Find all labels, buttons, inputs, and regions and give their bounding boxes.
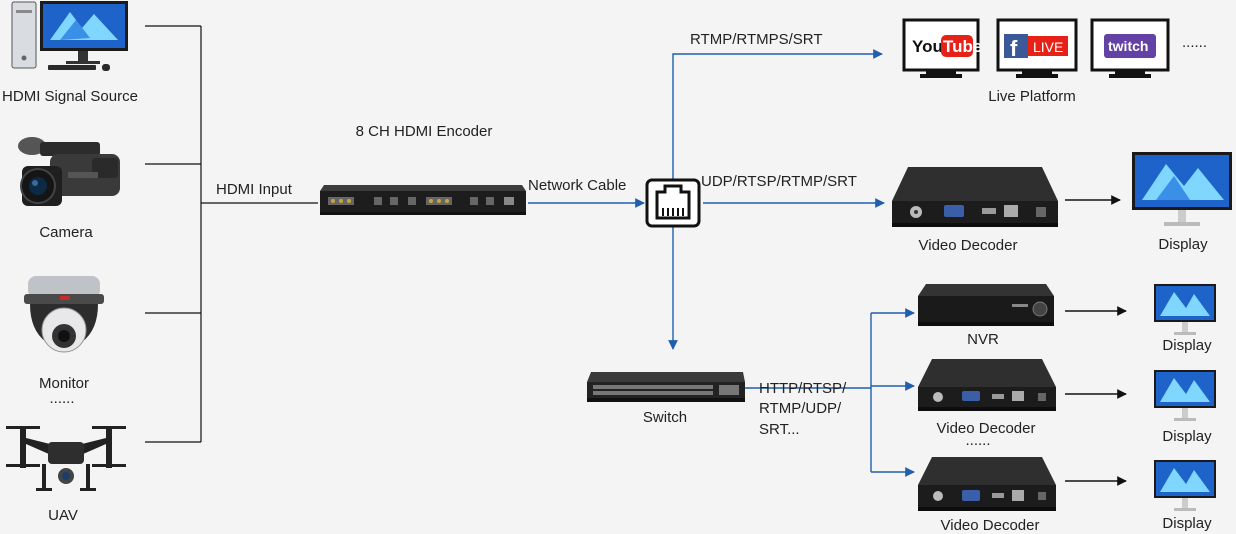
- twitch-text: twitch: [1108, 38, 1148, 54]
- switch-label: Switch: [642, 409, 688, 426]
- display-1: [1132, 152, 1232, 226]
- display-1-label: Display: [1158, 236, 1208, 253]
- dome-camera-icon: [24, 276, 104, 353]
- live-protocols-label: RTMP/RTMPS/SRT: [690, 31, 823, 48]
- display-2-label: Display: [1162, 337, 1212, 354]
- sources-more: ......: [49, 390, 75, 407]
- network-cable-label: Network Cable: [528, 177, 627, 194]
- video-camera-icon: [18, 137, 120, 206]
- youtube-tube-text: Tube: [943, 37, 980, 56]
- platforms-more: ......: [1182, 34, 1208, 51]
- facebook-live-text: LIVE: [1033, 39, 1063, 55]
- decoder-3-label: Video Decoder: [940, 517, 1040, 534]
- source-label-monitor: Monitor: [38, 375, 90, 392]
- display-4: [1154, 460, 1216, 511]
- facebook-f-text: f: [1010, 36, 1018, 61]
- source-label-uav: UAV: [48, 507, 78, 524]
- hdmi-input-label: HDMI Input: [216, 181, 292, 198]
- network-switch-device: [587, 372, 745, 402]
- source-label-camera: Camera: [39, 224, 93, 241]
- live-platform-label: Live Platform: [988, 88, 1076, 105]
- pc-monitor-icon: [11, 1, 128, 71]
- switch-protocols-line-1: HTTP/RTSP/: [759, 380, 847, 397]
- hdmi-encoder-device: [320, 185, 526, 215]
- decoder-2-label: Video Decoder: [936, 420, 1036, 437]
- youtube-screen: You Tube: [902, 18, 980, 78]
- youtube-you-text: You: [912, 37, 943, 56]
- decoder-protocols-label: UDP/RTSP/RTMP/SRT: [701, 173, 857, 190]
- nvr-device: [918, 284, 1054, 326]
- rj45-network-icon: [645, 178, 701, 228]
- video-decoder-device-1: [892, 167, 1058, 227]
- switch-protocols-line-3: SRT...: [759, 421, 800, 438]
- source-label-hdmi: HDMI Signal Source: [2, 88, 138, 105]
- video-decoder-device-2: [918, 359, 1056, 411]
- facebook-live-screen: f LIVE: [996, 18, 1078, 78]
- switch-protocols-line-2: RTMP/UDP/: [759, 400, 842, 417]
- display-4-label: Display: [1162, 515, 1212, 532]
- twitch-screen: twitch: [1090, 18, 1170, 78]
- display-3-label: Display: [1162, 428, 1212, 445]
- nvr-label: NVR: [967, 331, 999, 348]
- decoders-more: ......: [965, 432, 991, 449]
- live-stream-line: [672, 49, 883, 180]
- drone-icon: [6, 426, 126, 491]
- encoder-label: 8 CH HDMI Encoder: [355, 123, 493, 140]
- decoder-1-label: Video Decoder: [918, 237, 1018, 254]
- display-3: [1154, 370, 1216, 421]
- display-2: [1154, 284, 1216, 335]
- video-decoder-device-3: [918, 457, 1056, 511]
- source-bracket-lines: [145, 25, 318, 443]
